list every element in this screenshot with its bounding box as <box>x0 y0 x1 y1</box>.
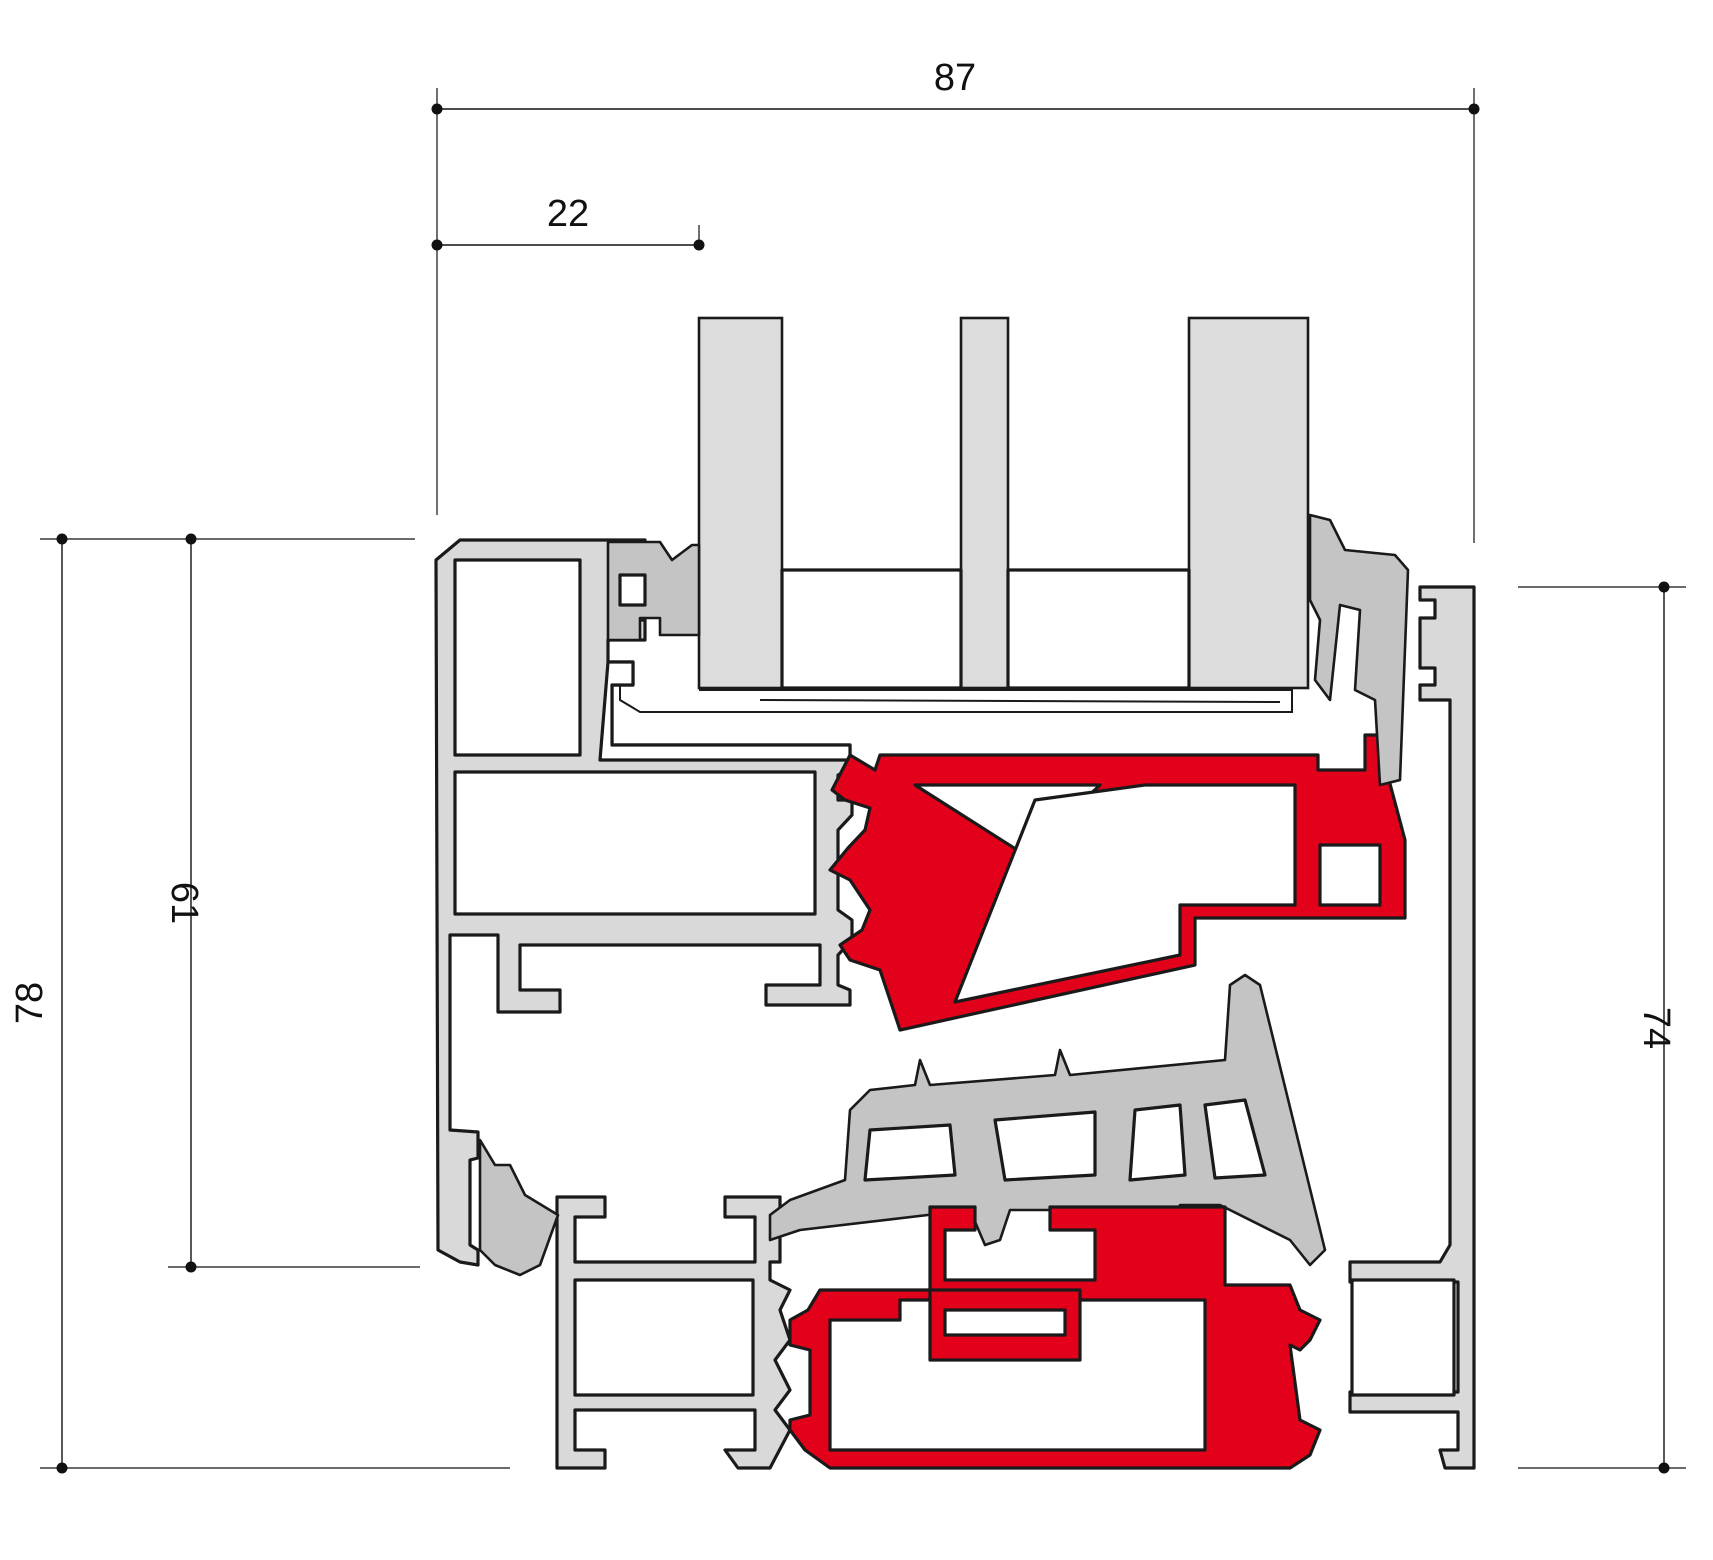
thermal-break-upper <box>828 733 1407 1032</box>
glass-pane-middle <box>959 316 1010 690</box>
sash-chamber-middle <box>453 770 817 916</box>
dimension-label-78: 78 <box>9 982 51 1024</box>
dimension-frame-height-left: 78 <box>9 533 510 1474</box>
dimension-label-61: 61 <box>163 882 205 924</box>
triple-glazing <box>619 316 1310 713</box>
frame-lower-chamber <box>573 1278 755 1397</box>
frame-right-profile <box>1308 513 1476 1470</box>
sash-profile <box>434 538 854 1267</box>
dimension-frame-height-right: 74 <box>1518 581 1686 1474</box>
frame-lower-profile <box>478 973 1327 1470</box>
frame-right-chamber <box>1350 1278 1456 1397</box>
dimension-label-22: 22 <box>547 193 589 235</box>
glass-pane-outer <box>697 316 784 690</box>
dimension-glass-offset: 22 <box>431 193 705 251</box>
sash-chamber-top <box>453 558 582 757</box>
glass-pane-inner <box>1187 316 1310 690</box>
dimension-label-74: 74 <box>1635 1007 1677 1049</box>
dimension-sash-height: 61 <box>163 533 420 1273</box>
glass-spacer-2 <box>1006 568 1191 690</box>
glass-spacer-1 <box>780 568 963 690</box>
dimension-overall-width: 87 <box>431 57 1480 543</box>
dimension-label-87: 87 <box>934 57 976 99</box>
thermal-break-lower <box>788 1205 1322 1470</box>
